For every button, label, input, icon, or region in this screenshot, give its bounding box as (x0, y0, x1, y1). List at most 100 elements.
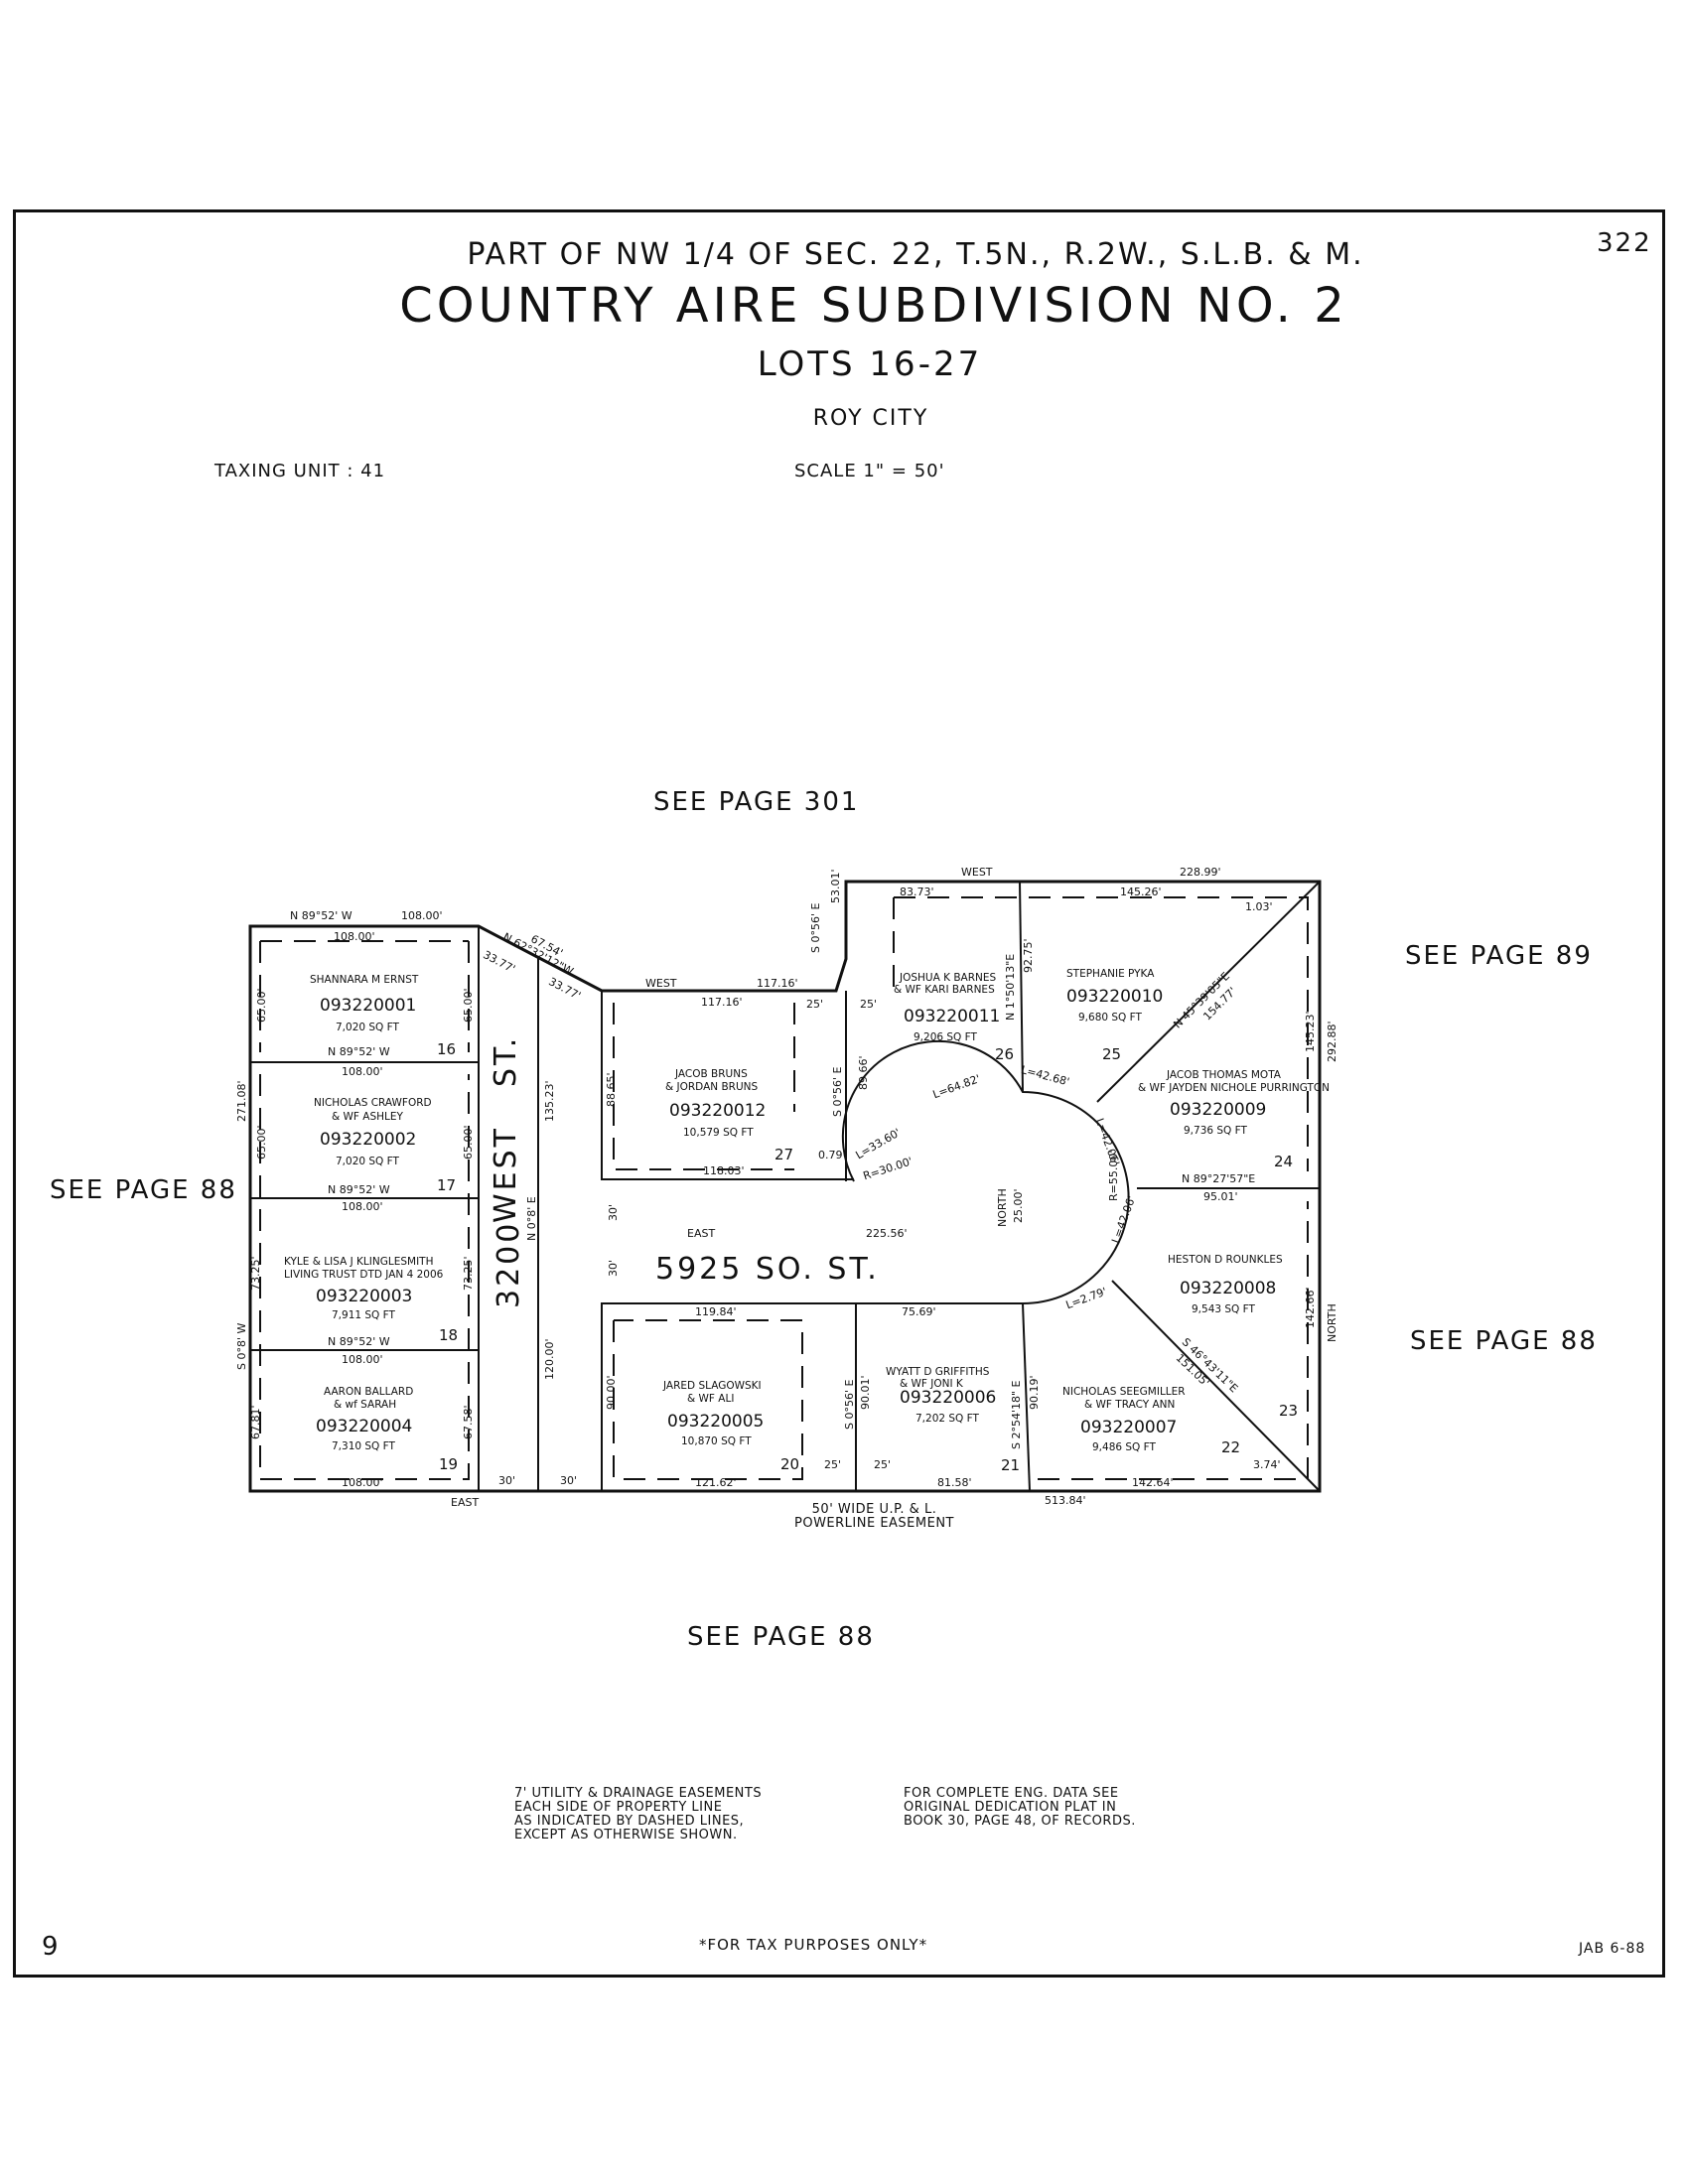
easement-note: 7' UTILITY & DRAINAGE EASEMENTS EACH SID… (514, 1786, 763, 1843)
easement-dash-west-lots (259, 1074, 470, 1480)
dim-length: 108.00' (334, 930, 375, 943)
parcel-owner: & JORDAN BRUNS (665, 1081, 759, 1093)
drafter-initials: JAB 6-88 (1579, 1941, 1646, 1957)
lot-number: 27 (774, 1146, 794, 1163)
dim-length: 118.03' (703, 1164, 745, 1177)
lot-number: 23 (1279, 1402, 1299, 1420)
dim-bearing: N 89°52' W (328, 1183, 390, 1196)
parcel-owner: & WF JAYDEN NICHOLE PURRINGTON (1138, 1082, 1331, 1094)
parcel-area: 7,310 SQ FT (332, 1440, 395, 1452)
dim-length: 108.00' (401, 909, 443, 922)
dim-length: 67.58' (462, 1405, 475, 1439)
dim-length: 53.01' (829, 869, 842, 903)
parcel-area: 9,680 SQ FT (1078, 1012, 1142, 1024)
dim-bearing: EAST (451, 1496, 480, 1509)
parcel-id[interactable]: 093220004 (316, 1417, 413, 1436)
dim-length: 65.00' (255, 988, 268, 1023)
easement-dash-lot26-25 (893, 896, 1309, 1171)
dim-length: 228.99' (1180, 866, 1221, 879)
dim-length: 25' (824, 1458, 842, 1471)
lot25-24-diagonal (1096, 881, 1321, 1103)
dim-bearing: NORTH (1326, 1303, 1338, 1342)
dim-bearing: S 2°54'18" E (1010, 1380, 1023, 1449)
dim-bearing: WEST (645, 977, 677, 990)
parcel-area: 10,870 SQ FT (681, 1435, 752, 1447)
dim-length: 108.00' (342, 1200, 383, 1213)
taxing-unit: TAXING UNIT : 41 (214, 461, 386, 481)
tax-purposes-note: *FOR TAX PURPOSES ONLY* (699, 1936, 928, 1954)
dim-length: 117.16' (757, 977, 798, 990)
dim-curve: R=55.00' (1107, 1150, 1120, 1201)
dim-length: 83.73' (900, 886, 934, 898)
lot26-25-line (1019, 881, 1024, 1093)
dim-bearing: N 89°27'57"E (1182, 1172, 1256, 1185)
parcel-owner: JARED SLAGOWSKI (663, 1380, 762, 1392)
so-street-south-edge (601, 1302, 1023, 1491)
see-page-east-lower: SEE PAGE 88 (1410, 1326, 1598, 1356)
parcel-owner: & wf SARAH (334, 1399, 397, 1411)
west-street-label-a: WEST (489, 1126, 523, 1223)
parcel-id[interactable]: 093220007 (1080, 1418, 1178, 1437)
so-street-north-edge (601, 991, 854, 1180)
scale-label: SCALE 1" = 50' (794, 461, 945, 481)
lot-number: 20 (780, 1455, 800, 1473)
lot-number: 21 (1001, 1456, 1021, 1474)
dim-bearing: N 89°52' W (328, 1335, 390, 1348)
parcel-owner: & WF JONI K (900, 1378, 963, 1390)
parcel-owner: HESTON D ROUNKLES (1168, 1254, 1283, 1266)
parcel-id[interactable]: 093220002 (320, 1130, 417, 1150)
lot-number: 17 (437, 1176, 457, 1194)
so-street-name: 5925 SO. ST. (655, 1252, 880, 1287)
dim-length: 30' (607, 1259, 620, 1277)
dim-length: 25.00' (1012, 1188, 1025, 1223)
dim-length: 120.00' (543, 1338, 556, 1380)
lot23-22-diagonal (1111, 1280, 1321, 1492)
parcel-id[interactable]: 093220008 (1180, 1279, 1277, 1298)
dim-length: 225.56' (866, 1227, 908, 1240)
lots-label: LOTS 16-27 (757, 344, 983, 384)
parcel-id[interactable]: 093220005 (667, 1412, 765, 1432)
parcel-area: 9,486 SQ FT (1092, 1441, 1156, 1453)
dim-length: 121.62' (695, 1476, 737, 1489)
dim-length: 117.16' (701, 996, 743, 1009)
easement-dash-lot16 (259, 940, 470, 1052)
eng-data-note: FOR COMPLETE ENG. DATA SEE ORIGINAL DEDI… (904, 1786, 1136, 1829)
dim-length: 89.66' (857, 1055, 870, 1090)
parcel-id[interactable]: 093220001 (320, 996, 417, 1016)
map-frame (13, 209, 1665, 1978)
parcel-id[interactable]: 093220010 (1066, 987, 1164, 1007)
west-street-name: 3200 (492, 1220, 526, 1308)
dim-length: 0.79' (818, 1149, 846, 1161)
lot-number: 22 (1221, 1438, 1241, 1456)
see-page-west: SEE PAGE 88 (50, 1175, 237, 1205)
parcel-id[interactable]: 093220006 (900, 1388, 997, 1408)
parcel-id[interactable]: 093220011 (904, 1007, 1001, 1026)
dim-length: 90.00' (605, 1375, 618, 1410)
dim-length: 95.01' (1203, 1190, 1238, 1203)
parcel-owner: STEPHANIE PYKA (1066, 968, 1155, 980)
parcel-id[interactable]: 093220009 (1170, 1100, 1267, 1120)
footer-page-number: 9 (42, 1932, 61, 1962)
dim-length: 81.58' (937, 1476, 972, 1489)
see-page-south: SEE PAGE 88 (687, 1622, 875, 1652)
dim-bearing: N 0°8' E (525, 1196, 538, 1241)
parcel-area: 9,736 SQ FT (1184, 1125, 1247, 1137)
see-page-north: SEE PAGE 301 (653, 787, 860, 817)
dim-length: 30' (498, 1474, 516, 1487)
dim-length: 145.26' (1120, 886, 1162, 898)
parcel-owner: KYLE & LISA J KLINGLESMITH (284, 1256, 434, 1268)
dim-length: 65.00' (255, 1125, 268, 1160)
dim-length: 108.00' (342, 1476, 383, 1489)
dim-length: 513.84' (1045, 1494, 1086, 1507)
parcel-id[interactable]: 093220012 (669, 1101, 767, 1121)
parcel-owner: JACOB BRUNS (675, 1068, 748, 1080)
parcel-owner: & WF ALI (687, 1393, 735, 1405)
parcel-area: 9,206 SQ FT (914, 1031, 977, 1043)
dim-length: 75.69' (902, 1305, 936, 1318)
easement-dash-lot20 (613, 1319, 803, 1480)
dim-bearing: EAST (687, 1227, 716, 1240)
dim-length: 90.01' (859, 1375, 872, 1410)
page-number: 322 (1597, 228, 1652, 258)
parcel-id[interactable]: 093220003 (316, 1287, 413, 1306)
dim-length: 92.75' (1022, 938, 1035, 973)
